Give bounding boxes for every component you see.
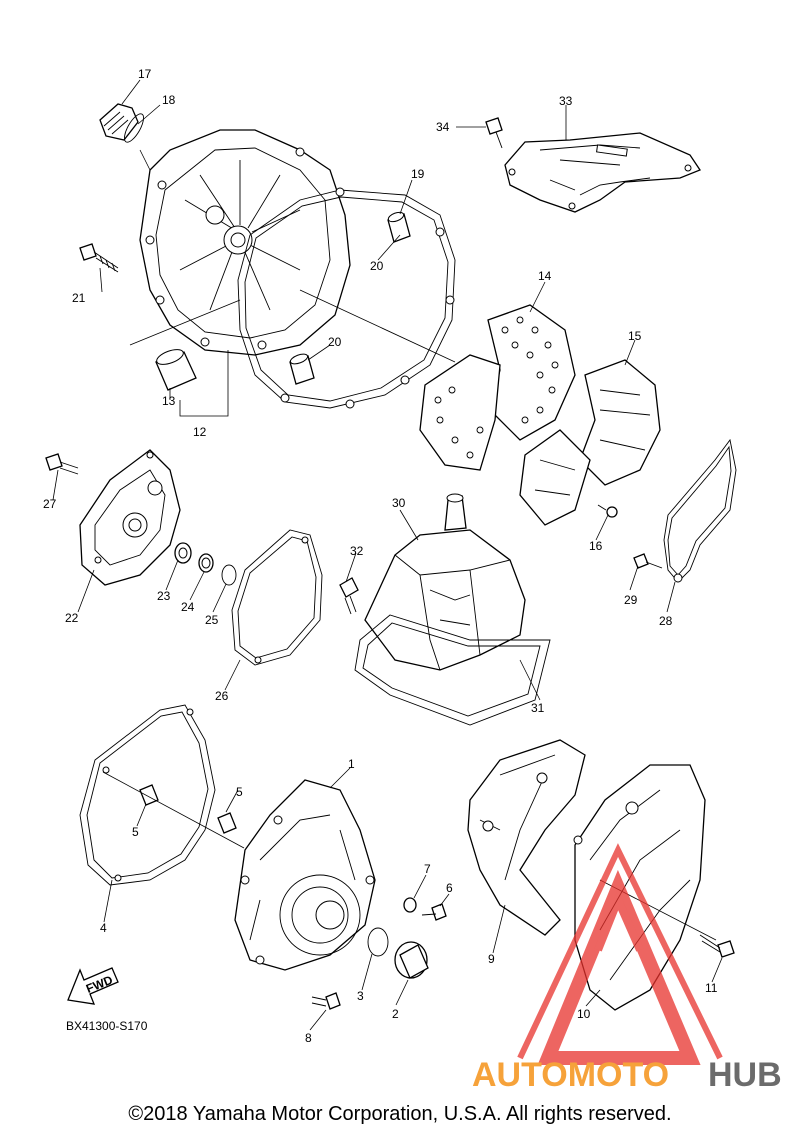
cover-22	[45, 449, 181, 586]
callout-4: 4	[100, 921, 107, 935]
callout-6: 6	[446, 881, 453, 895]
callout-31: 31	[531, 701, 545, 715]
callout-34: 34	[436, 120, 450, 134]
callout-22: 22	[65, 611, 79, 625]
callout-20b: 20	[328, 335, 342, 349]
callout-20a: 20	[370, 259, 384, 273]
generator-cover	[234, 779, 376, 971]
callout-15: 15	[628, 329, 642, 343]
callout-3: 3	[357, 989, 364, 1003]
callout-30: 30	[392, 496, 406, 510]
callout-1: 1	[348, 757, 355, 771]
callout-21: 21	[72, 291, 86, 305]
callout-18: 18	[162, 93, 176, 107]
bracket-9	[467, 739, 586, 936]
dowel-pins	[155, 211, 411, 391]
watermark-brand-2: HUB	[708, 1056, 782, 1094]
callout-25: 25	[205, 613, 219, 627]
callout-7: 7	[424, 862, 431, 876]
fwd-label: FWD	[84, 973, 115, 996]
clutch-cover	[139, 129, 351, 356]
callout-16: 16	[589, 539, 603, 553]
callout-17: 17	[138, 67, 152, 81]
guide-plate	[485, 117, 701, 213]
callout-12: 12	[193, 425, 207, 439]
bolt-11	[699, 934, 735, 958]
callout-9: 9	[488, 952, 495, 966]
friction-plates	[419, 304, 661, 526]
diagram-code: BX41300-S170	[66, 1019, 148, 1033]
callout-11: 11	[705, 981, 718, 995]
callout-labels: 1 2 3 4 5 5 5 6 7 8 9 10 11 12 13 14 15 …	[43, 67, 718, 1045]
callout-5a: 5	[132, 825, 139, 839]
callout-33: 33	[559, 94, 573, 108]
callout-24: 24	[181, 600, 195, 614]
leader-lines	[52, 79, 723, 1031]
gasket-26	[231, 529, 323, 666]
small-parts	[311, 897, 447, 1010]
oil-filler-cap	[99, 103, 144, 143]
callout-2: 2	[392, 1007, 399, 1021]
bolt-16	[597, 504, 618, 518]
seals	[174, 542, 237, 586]
callout-19: 19	[411, 167, 425, 181]
gasket-4	[79, 704, 237, 886]
callout-23: 23	[157, 589, 171, 603]
callout-8: 8	[305, 1031, 312, 1045]
callout-32: 32	[350, 544, 364, 558]
copyright-notice: ©2018 Yamaha Motor Corporation, U.S.A. A…	[128, 1103, 672, 1125]
callout-10: 10	[577, 1007, 591, 1021]
callout-28: 28	[659, 614, 673, 628]
cover-30	[339, 493, 551, 726]
callout-13: 13	[162, 394, 176, 408]
watermark-logo	[517, 843, 723, 1065]
callout-5b: 5	[236, 785, 243, 799]
callout-14: 14	[538, 269, 552, 283]
callout-26: 26	[215, 689, 229, 703]
watermark-brand-1: AUTOMOTO	[472, 1056, 669, 1094]
clutch-cover-gasket	[237, 187, 456, 409]
callout-27: 27	[43, 497, 57, 511]
gasket-28	[633, 438, 737, 583]
fwd-arrow-icon: FWD	[67, 967, 119, 1005]
callout-29: 29	[624, 593, 638, 607]
bolt-21	[79, 243, 119, 273]
